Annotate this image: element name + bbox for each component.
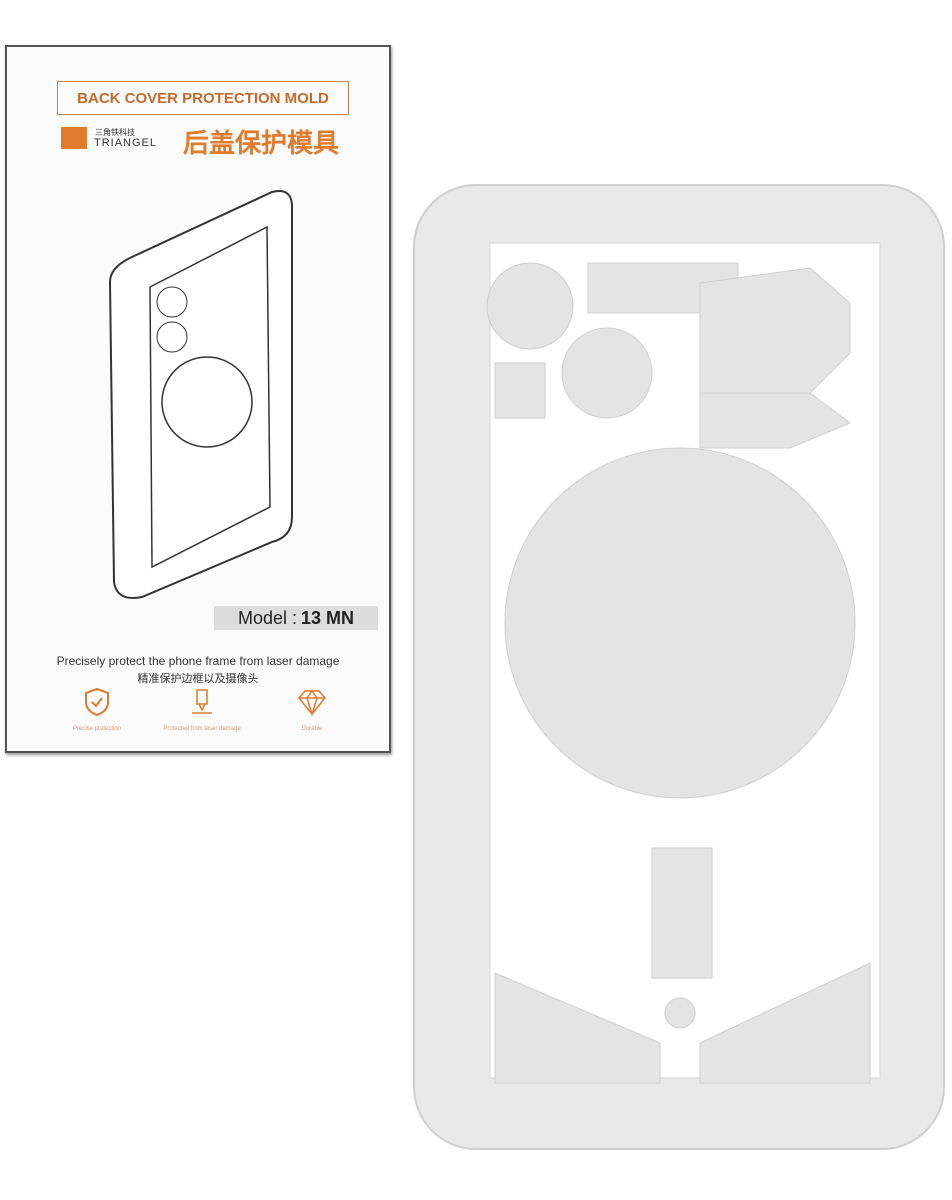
brand-name-cn: 三角铁科技 <box>95 128 135 137</box>
brand-name: TRIANGEL <box>94 137 158 149</box>
model-value: 13 MN <box>301 607 355 628</box>
tagline-cn: 精准保护边框以及摄像头 <box>137 673 259 685</box>
shield-check-icon <box>85 687 109 717</box>
tagline: Precisely protect the phone frame from l… <box>56 654 340 668</box>
box-title-cn: 后盖保护模具 <box>183 128 340 158</box>
protection-mold <box>413 184 945 1150</box>
feature-durable: Durable <box>252 687 372 732</box>
feature-laser: Protected from laser damage <box>142 687 262 732</box>
brand-logo <box>61 127 87 149</box>
feature-precise: Precise protection <box>37 687 157 732</box>
mold-illustration <box>108 190 293 599</box>
box-title: BACK COVER PROTECTION MOLD <box>57 81 349 115</box>
product-box: BACK COVER PROTECTION MOLD 三角铁科技 TRIANGE… <box>5 45 391 753</box>
model-label: Model :13 MN <box>214 606 378 630</box>
diamond-icon <box>298 689 326 717</box>
laser-icon <box>192 689 212 714</box>
